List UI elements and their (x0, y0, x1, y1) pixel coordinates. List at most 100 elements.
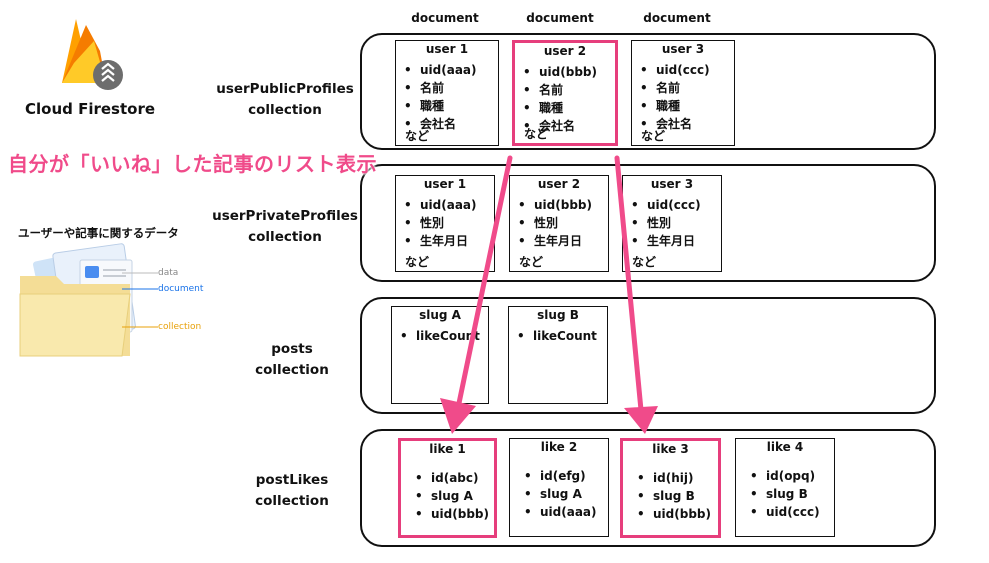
doc-title: user 1 (423, 177, 467, 191)
folder-icon (19, 243, 136, 357)
field-item: 職種 (640, 97, 734, 115)
like-doc-1[interactable]: like 1 id(abc) slug A uid(bbb) (398, 438, 497, 538)
collection-name: userPrivateProfiles (212, 208, 358, 224)
post-doc-slug-b[interactable]: slug B likeCount (508, 306, 608, 404)
etc-label: など (641, 129, 666, 143)
field-item: 職種 (523, 99, 615, 117)
collection-suffix: collection (255, 362, 329, 378)
public-doc-user-3[interactable]: user 3 uid(ccc) 名前 職種 会社名 など (631, 40, 735, 146)
field-list: uid(aaa) 名前 職種 会社名 (396, 61, 498, 133)
field-item: slug A (415, 487, 494, 505)
like-doc-3[interactable]: like 3 id(hij) slug B uid(bbb) (620, 438, 721, 538)
field-list: id(opq) slug B uid(ccc) (736, 467, 834, 521)
etc-label: など (519, 255, 544, 269)
field-item: uid(bbb) (518, 196, 608, 214)
field-item: 性別 (518, 214, 608, 232)
field-item: uid(ccc) (631, 196, 721, 214)
field-item: uid(ccc) (640, 61, 734, 79)
field-item: id(abc) (415, 469, 494, 487)
column-header: document (411, 11, 479, 25)
banner-text: 自分が「いいね」した記事のリスト表示 (8, 152, 377, 176)
field-list: id(efg) slug A uid(aaa) (510, 467, 608, 521)
public-doc-user-2[interactable]: user 2 uid(bbb) 名前 職種 会社名 など (512, 40, 618, 146)
like-doc-2[interactable]: like 2 id(efg) slug A uid(aaa) (509, 438, 609, 537)
firebase-logo (52, 15, 132, 95)
doc-title: user 2 (537, 177, 581, 191)
doc-title: like 2 (540, 440, 578, 454)
field-item: id(efg) (524, 467, 608, 485)
field-item: 名前 (640, 79, 734, 97)
legend-title: ユーザーや記事に関するデータ (18, 226, 179, 240)
field-item: id(hij) (637, 469, 718, 487)
field-list: uid(ccc) 性別 生年月日 (623, 196, 721, 250)
doc-title: slug B (537, 308, 579, 322)
legend-collection: collection (158, 322, 202, 332)
field-item: slug B (750, 485, 834, 503)
field-item: 会社名 (640, 115, 734, 133)
field-item: uid(bbb) (523, 63, 615, 81)
brand-name: Cloud Firestore (25, 100, 156, 118)
field-item: 会社名 (523, 117, 615, 135)
field-item: id(opq) (750, 467, 834, 485)
field-item: 生年月日 (518, 232, 608, 250)
collection-name: posts (271, 341, 313, 357)
field-list: likeCount (509, 327, 607, 345)
field-item: likeCount (517, 327, 607, 345)
field-item: uid(bbb) (415, 505, 494, 523)
collection-name: postLikes (255, 472, 329, 488)
folder-illustration (18, 240, 158, 360)
etc-label: など (632, 255, 657, 269)
field-list: uid(bbb) 性別 生年月日 (510, 196, 608, 250)
doc-title: user 3 (661, 42, 705, 56)
field-item: 名前 (523, 81, 615, 99)
private-doc-user-2[interactable]: user 2 uid(bbb) 性別 生年月日 など (509, 175, 609, 272)
collection-suffix: collection (248, 102, 322, 118)
legend-document: document (158, 284, 204, 294)
field-item: 会社名 (404, 115, 498, 133)
legend-data: data (158, 268, 179, 278)
field-item: likeCount (400, 327, 488, 345)
field-list: uid(bbb) 名前 職種 会社名 (515, 63, 615, 135)
private-doc-user-1[interactable]: user 1 uid(aaa) 性別 生年月日 など (395, 175, 495, 272)
doc-title: user 2 (543, 44, 587, 58)
field-item: uid(aaa) (524, 503, 608, 521)
field-item: uid(aaa) (404, 196, 494, 214)
collection-label-public: userPublicProfiles collection (210, 79, 360, 121)
field-list: id(hij) slug B uid(bbb) (623, 469, 718, 523)
field-item: 性別 (631, 214, 721, 232)
doc-title: slug A (419, 308, 461, 322)
doc-title: like 1 (429, 442, 466, 456)
field-item: slug B (637, 487, 718, 505)
etc-label: など (405, 255, 430, 269)
field-item: slug A (524, 485, 608, 503)
column-header: document (643, 11, 711, 25)
collection-suffix: collection (248, 229, 322, 245)
doc-title: user 3 (650, 177, 694, 191)
collection-suffix: collection (255, 493, 329, 509)
collection-name: userPublicProfiles (216, 81, 354, 97)
collection-label-likes: postLikes collection (232, 470, 352, 512)
doc-title: user 1 (425, 42, 469, 56)
field-list: id(abc) slug A uid(bbb) (401, 469, 494, 523)
field-item: 生年月日 (404, 232, 494, 250)
legend-leader-lines (122, 272, 158, 328)
field-item: uid(aaa) (404, 61, 498, 79)
public-doc-user-1[interactable]: user 1 uid(aaa) 名前 職種 会社名 など (395, 40, 499, 146)
collection-label-private: userPrivateProfiles collection (205, 206, 365, 248)
column-header: document (526, 11, 594, 25)
etc-label: など (405, 129, 430, 143)
field-list: uid(ccc) 名前 職種 会社名 (632, 61, 734, 133)
doc-title: like 4 (766, 440, 804, 454)
firebase-flame-icon (62, 19, 123, 90)
like-doc-4[interactable]: like 4 id(opq) slug B uid(ccc) (735, 438, 835, 537)
etc-label: など (524, 127, 549, 141)
field-item: 生年月日 (631, 232, 721, 250)
field-item: uid(bbb) (637, 505, 718, 523)
field-item: 名前 (404, 79, 498, 97)
field-list: likeCount (392, 327, 488, 345)
private-doc-user-3[interactable]: user 3 uid(ccc) 性別 生年月日 など (622, 175, 722, 272)
doc-title: like 3 (652, 442, 689, 456)
field-item: 職種 (404, 97, 498, 115)
post-doc-slug-a[interactable]: slug A likeCount (391, 306, 489, 404)
field-list: uid(aaa) 性別 生年月日 (396, 196, 494, 250)
